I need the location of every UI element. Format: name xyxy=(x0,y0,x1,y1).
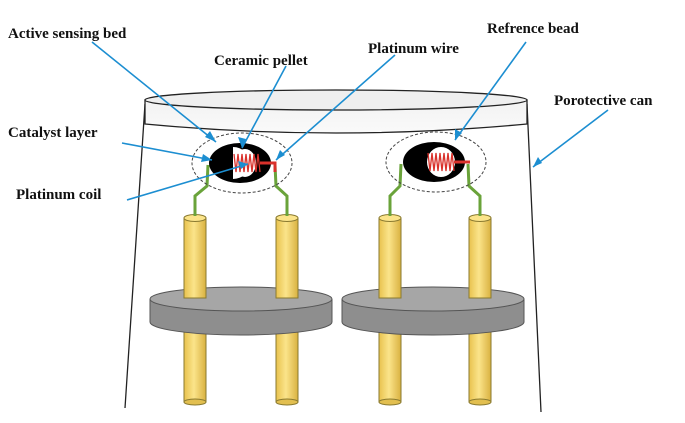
leader-refrence-bead xyxy=(454,41,527,141)
label-platinum-coil: Platinum coil xyxy=(16,187,102,203)
base-disk-left xyxy=(149,286,333,336)
protective-can-body xyxy=(124,103,542,413)
label-refrence-bead: Refrence bead xyxy=(487,21,579,37)
leader-lines xyxy=(91,41,609,201)
label-platinum-wire: Platinum wire xyxy=(368,41,459,57)
leader-porotective-can xyxy=(532,109,609,168)
label-porotective-can: Porotective can xyxy=(554,93,653,109)
reference-bead xyxy=(385,131,487,193)
protective-can-rim xyxy=(144,89,528,134)
leader-platinum-coil xyxy=(126,163,249,201)
leader-ceramic-pellet xyxy=(241,65,287,149)
pins-lower xyxy=(183,319,492,406)
leader-platinum-wire xyxy=(275,54,396,161)
pins-upper xyxy=(183,214,492,299)
base-disk-right xyxy=(341,286,525,336)
leader-active-sensing-bed xyxy=(91,41,217,143)
label-ceramic-pellet: Ceramic pellet xyxy=(214,53,308,69)
label-active-sensing-bed: Active sensing bed xyxy=(8,26,127,42)
leader-catalyst-layer xyxy=(121,142,213,161)
leader-arrowheads xyxy=(201,129,542,169)
label-catalyst-layer: Catalyst layer xyxy=(8,125,98,141)
